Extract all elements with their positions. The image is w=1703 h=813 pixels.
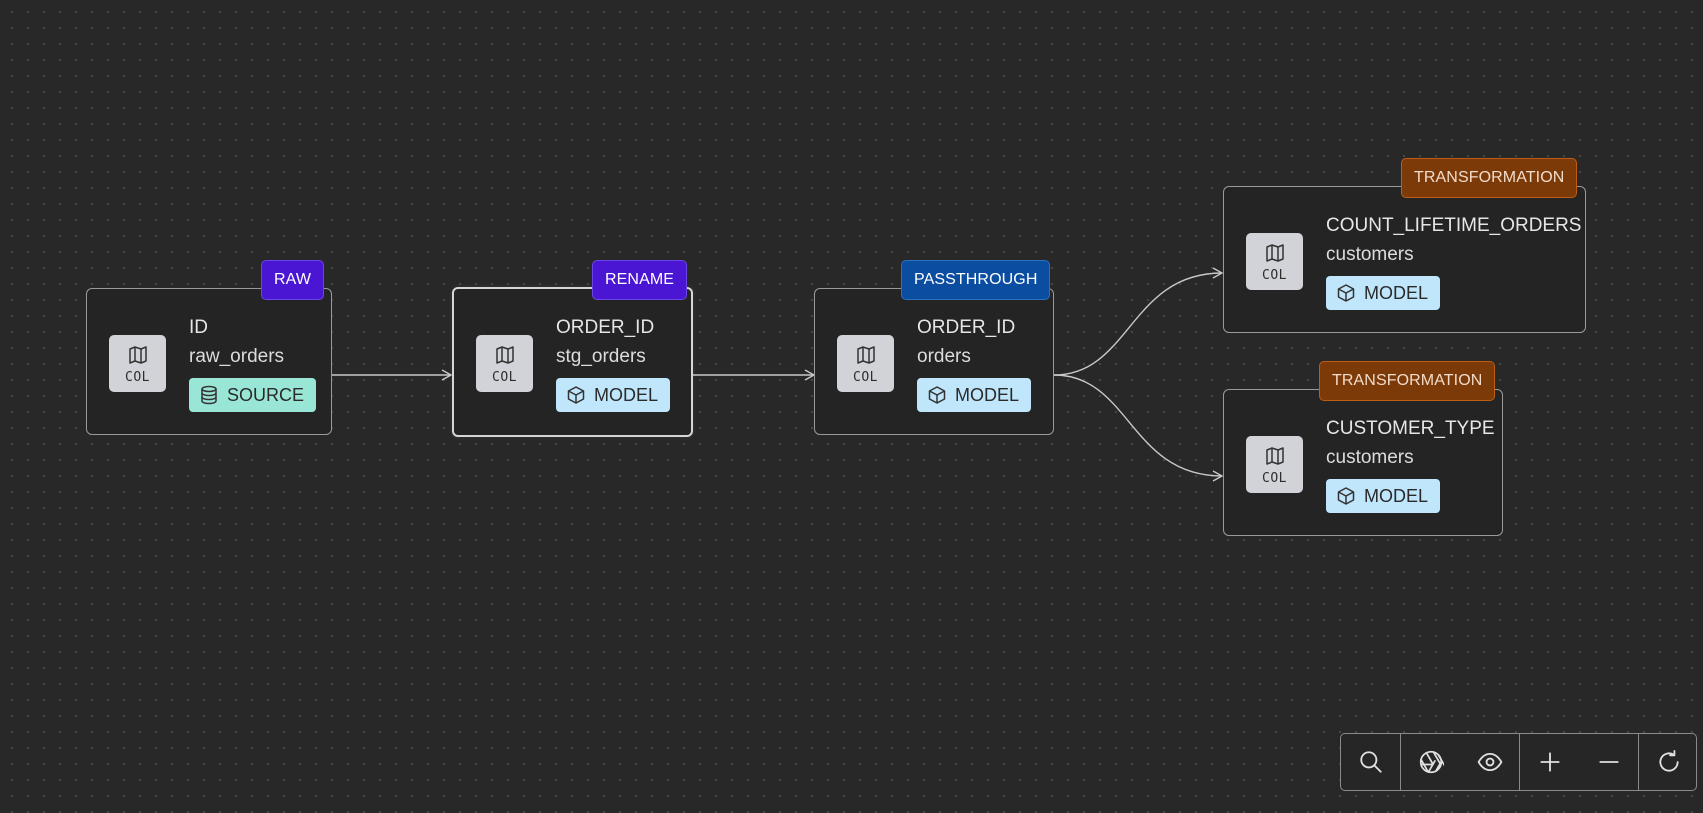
column-icon-label: COL xyxy=(1262,267,1287,283)
lineage-node-order-id[interactable]: PASSTHROUGH COL ORDER_ID orders MODEL xyxy=(814,260,1054,435)
node-type-badge: MODEL xyxy=(1326,479,1441,513)
node-type-label: MODEL xyxy=(1364,485,1429,506)
refresh-icon xyxy=(1658,750,1679,772)
column-icon: COL xyxy=(1246,436,1303,493)
eye-icon xyxy=(1477,752,1502,772)
plus-icon xyxy=(1539,752,1560,772)
focus-button[interactable] xyxy=(1401,734,1460,790)
node-title: ID xyxy=(189,317,208,338)
lineage-node-customer-type[interactable]: TRANSFORMATION COL CUSTOMER_TYPE custome… xyxy=(1223,361,1503,536)
lineage-node-count-lifetime-orders[interactable]: TRANSFORMATION COL COUNT_LIFETIME_ORDERS… xyxy=(1223,158,1586,333)
node-type-label: MODEL xyxy=(955,384,1020,405)
node-type-label: MODEL xyxy=(594,384,659,405)
node-type-label: SOURCE xyxy=(227,384,305,405)
cube-icon xyxy=(1337,487,1355,505)
cube-icon xyxy=(928,386,946,404)
column-icon-label: COL xyxy=(853,369,878,385)
lineage-node-order-id-stg[interactable]: RENAME COL ORDER_ID stg_orders MODEL xyxy=(452,260,693,437)
cube-icon xyxy=(567,386,585,404)
edge-n3-n5 xyxy=(1053,374,1224,482)
node-subtitle: raw_orders xyxy=(189,346,285,367)
aperture-icon xyxy=(1419,750,1444,774)
node-title: COUNT_LIFETIME_ORDERS xyxy=(1326,215,1582,236)
node-subtitle: customers xyxy=(1326,447,1414,468)
search-icon xyxy=(1359,751,1382,773)
node-subtitle: stg_orders xyxy=(556,346,646,367)
column-icon: COL xyxy=(109,335,166,392)
cube-icon xyxy=(1337,284,1355,302)
column-icon-label: COL xyxy=(1262,470,1287,486)
node-type-badge: SOURCE xyxy=(189,378,317,412)
edge-n3-n4 xyxy=(1053,267,1224,376)
node-type-badge: MODEL xyxy=(1326,276,1441,310)
column-icon-label: COL xyxy=(125,369,150,385)
lineage-node-id[interactable]: RAW COL ID raw_orders SOURCE xyxy=(86,260,332,435)
column-icon: COL xyxy=(476,335,533,392)
column-icon: COL xyxy=(837,335,894,392)
zoom-in-button[interactable] xyxy=(1520,734,1579,790)
node-tag: TRANSFORMATION xyxy=(1319,361,1496,401)
controls-group-zoom xyxy=(1520,734,1639,790)
reset-button[interactable] xyxy=(1639,734,1698,790)
node-subtitle: orders xyxy=(917,346,971,367)
visibility-button[interactable] xyxy=(1460,734,1519,790)
controls-group-view xyxy=(1401,734,1520,790)
column-icon-label: COL xyxy=(492,369,517,385)
node-type-badge: MODEL xyxy=(556,378,671,412)
node-title: CUSTOMER_TYPE xyxy=(1326,418,1495,439)
node-type-label: MODEL xyxy=(1364,282,1429,303)
node-tag: TRANSFORMATION xyxy=(1401,158,1578,198)
zoom-out-button[interactable] xyxy=(1579,734,1638,790)
controls-group-search xyxy=(1341,734,1401,790)
search-button[interactable] xyxy=(1341,734,1400,790)
node-subtitle: customers xyxy=(1326,244,1414,265)
node-tag: RENAME xyxy=(592,260,688,300)
node-title: ORDER_ID xyxy=(556,317,655,338)
canvas-controls xyxy=(1340,733,1697,791)
minus-icon xyxy=(1598,761,1619,763)
column-icon: COL xyxy=(1246,233,1303,290)
node-tag: PASSTHROUGH xyxy=(901,260,1051,300)
controls-group-reset xyxy=(1639,734,1698,790)
node-type-badge: MODEL xyxy=(917,378,1032,412)
node-tag: RAW xyxy=(261,260,325,300)
database-icon xyxy=(201,385,217,405)
node-title: ORDER_ID xyxy=(917,317,1016,338)
